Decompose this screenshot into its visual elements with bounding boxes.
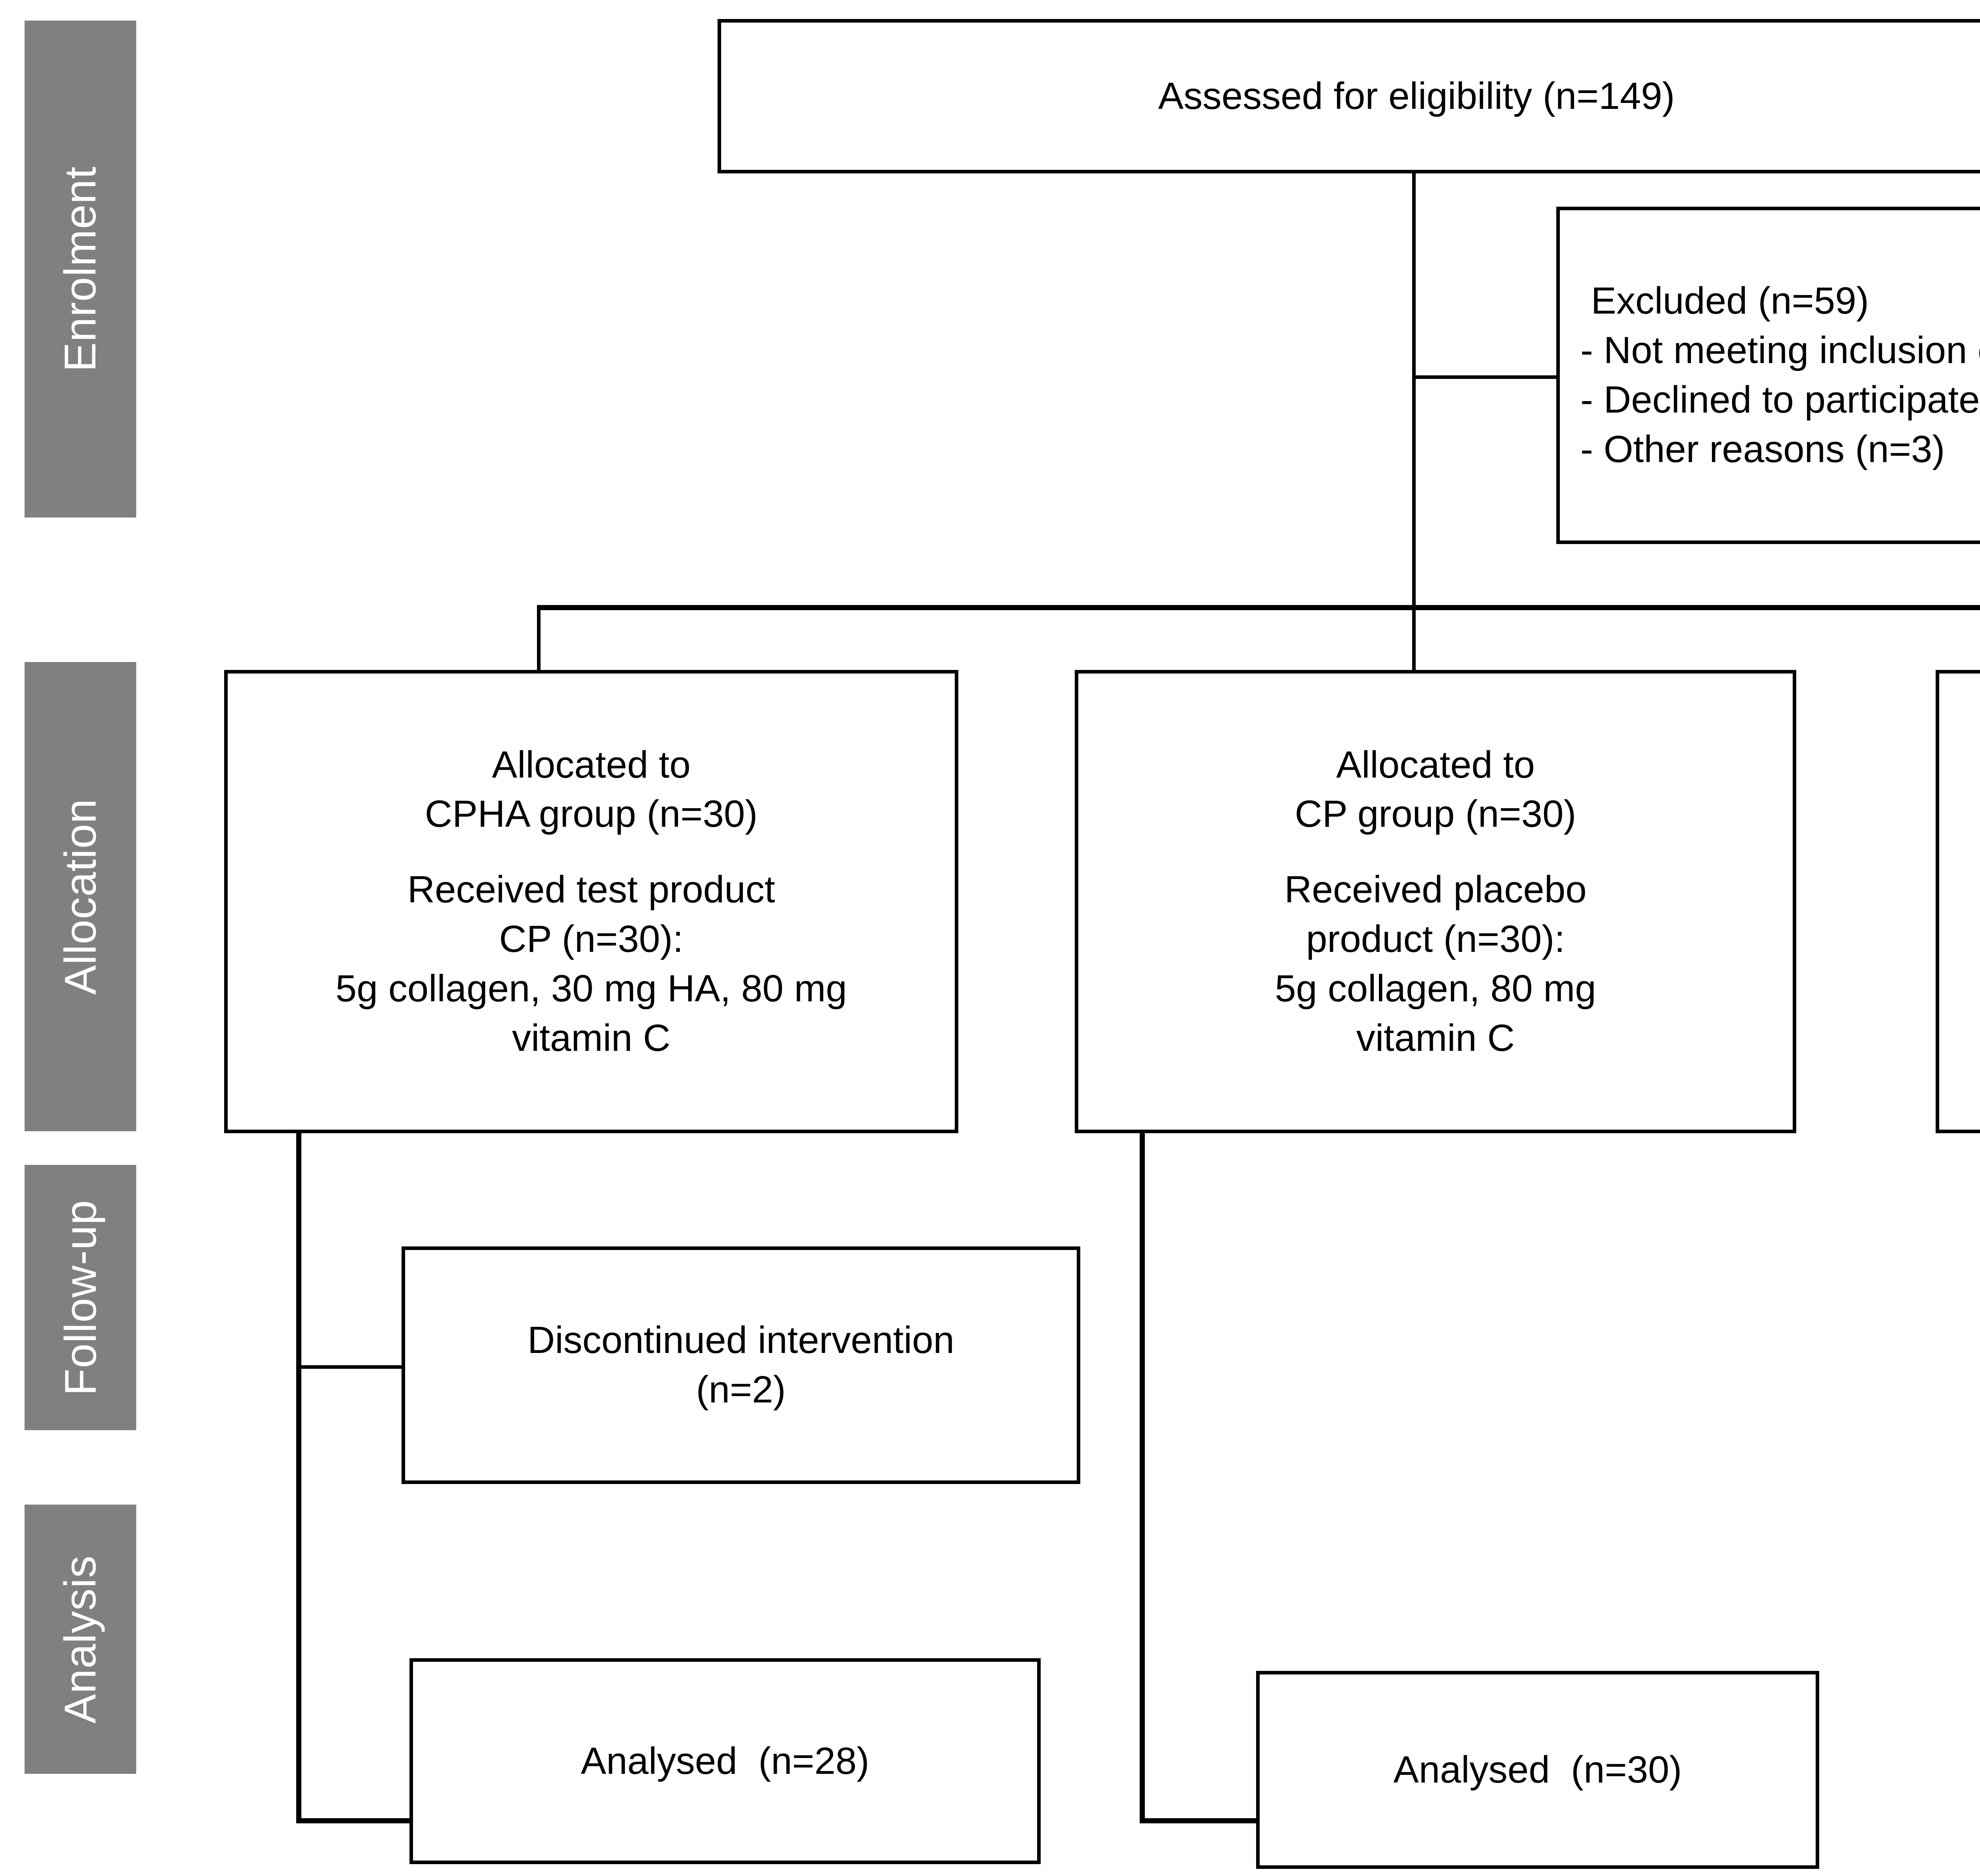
node-allocated-cp: Allocated to CP group (n=30) Received pl… [1075, 670, 1796, 1133]
node-analysed-cp: Analysed (n=30) [1256, 1671, 1819, 1869]
connector-bus-to-cpha [537, 605, 541, 672]
connector-cp-to-analysed [1140, 1818, 1258, 1823]
alloc-cpha-body-1: Received test product [407, 868, 775, 911]
alloc-cp-body-3: 5g collagen, 80 mg [1275, 967, 1596, 1010]
excluded-line-4: - Other reasons (n=3) [1580, 428, 1945, 470]
connector-cp-spine [1140, 1132, 1145, 1823]
stage-label-enrolment: Enrolment [55, 166, 105, 372]
connector-cpha-to-discontinued [296, 1365, 403, 1369]
node-excluded: Excluded (n=59) - Not meeting inclusion … [1556, 207, 1980, 544]
alloc-cpha-body-3: 5g collagen, 30 mg HA, 80 mg [335, 967, 847, 1010]
stage-bar-followup: Follow-up [25, 1165, 136, 1430]
connector-bus-to-cp [1412, 605, 1416, 672]
stage-label-analysis: Analysis [55, 1555, 105, 1724]
discont-cpha-line-2: (n=2) [696, 1368, 786, 1411]
connector-cpha-to-analysed [296, 1818, 411, 1823]
excluded-line-1: Excluded (n=59) [1580, 280, 1869, 322]
alloc-cpha-body-4: vitamin C [512, 1016, 671, 1059]
alloc-cp-header-2: CP group (n=30) [1295, 793, 1576, 835]
connector-eligibility-down [1412, 170, 1416, 607]
excluded-line-3: - Declined to participate (n=18) [1580, 379, 1980, 421]
node-allocated-placebo: Allocated to Placebo group (n=30) Receiv… [1936, 670, 1980, 1133]
alloc-cp-body-4: vitamin C [1356, 1016, 1515, 1059]
stage-bar-analysis: Analysis [25, 1505, 136, 1774]
stage-bar-allocation: Allocation [25, 662, 136, 1131]
stage-bar-enrolment: Enrolment [25, 21, 136, 518]
alloc-cp-body-2: product (n=30): [1306, 918, 1565, 960]
node-assessed-for-eligibility: Assessed for eligibility (n=149) [718, 19, 1980, 173]
analysed-cpha-line-1: Analysed (n=28) [581, 1739, 870, 1782]
connector-to-excluded [1412, 375, 1559, 379]
alloc-cpha-header-1: Allocated to [492, 743, 691, 786]
alloc-cpha-header-2: CPHA group (n=30) [425, 793, 758, 835]
excluded-line-2: - Not meeting inclusion criteria (n=38) [1580, 329, 1980, 372]
stage-label-allocation: Allocation [55, 798, 105, 995]
stage-label-followup: Follow-up [55, 1199, 105, 1396]
eligibility-line-1: Assessed for eligibility (n=149) [1158, 74, 1675, 117]
alloc-cp-body-1: Received placebo [1284, 868, 1587, 911]
node-allocated-cpha: Allocated to CPHA group (n=30) Received … [224, 670, 958, 1133]
alloc-cpha-body-2: CP (n=30): [499, 918, 683, 960]
connector-cpha-spine [296, 1132, 301, 1823]
discont-cpha-line-1: Discontinued intervention [527, 1319, 954, 1362]
alloc-cp-header-1: Allocated to [1336, 743, 1535, 786]
node-discontinued-cpha: Discontinued intervention (n=2) [402, 1246, 1080, 1484]
analysed-cp-line-1: Analysed (n=30) [1393, 1748, 1682, 1791]
connector-allocation-bus [537, 605, 1980, 610]
node-analysed-cpha: Analysed (n=28) [409, 1658, 1041, 1864]
